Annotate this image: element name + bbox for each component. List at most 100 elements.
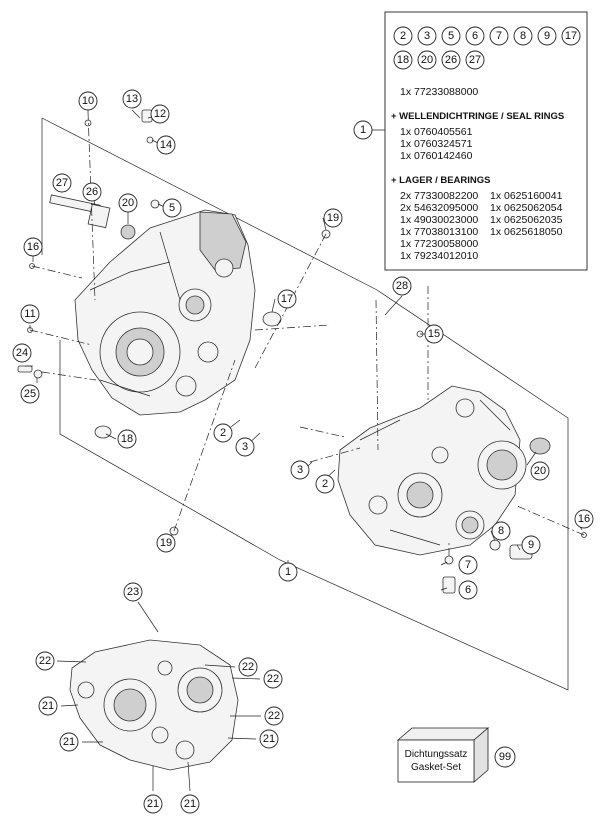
assembly-frame bbox=[41, 117, 569, 691]
svg-text:24: 24 bbox=[16, 347, 28, 359]
kit-panel: 2 3 5 6 7 8 9 17 18 20 26 27 1x 77233088… bbox=[384, 11, 588, 271]
kit-row-2: 18 20 26 27 bbox=[393, 50, 485, 70]
callout-16: 16 bbox=[23, 237, 43, 257]
svg-text:13: 13 bbox=[126, 93, 138, 105]
svg-text:22: 22 bbox=[242, 661, 254, 673]
callout-21: 21 bbox=[59, 732, 79, 752]
callout-21: 21 bbox=[259, 729, 279, 749]
callout-14: 14 bbox=[156, 135, 176, 155]
leader-lines bbox=[25, 108, 583, 792]
bearing-item: 2x 54632095000 bbox=[400, 202, 478, 214]
svg-text:16: 16 bbox=[578, 513, 590, 525]
callout-21: 21 bbox=[180, 794, 200, 814]
callout-13: 13 bbox=[122, 89, 142, 109]
svg-text:17: 17 bbox=[565, 30, 577, 42]
callout-20: 20 bbox=[530, 461, 550, 481]
svg-text:7: 7 bbox=[465, 559, 471, 571]
callout-26: 26 bbox=[82, 182, 102, 202]
bearing-item: 1x 0625062035 bbox=[490, 214, 563, 226]
gasket-set-box: Dichtungssatz Gasket-Set 99 bbox=[396, 727, 516, 783]
svg-text:2: 2 bbox=[400, 30, 406, 42]
crankcase-bottom-view bbox=[69, 639, 239, 771]
svg-text:15: 15 bbox=[428, 328, 440, 340]
callout-6: 6 bbox=[458, 580, 478, 600]
svg-text:5: 5 bbox=[169, 202, 175, 214]
svg-text:99: 99 bbox=[499, 751, 511, 763]
callout-24: 24 bbox=[12, 343, 32, 363]
callout-19: 19 bbox=[156, 533, 176, 553]
kit-row-1: 2 3 5 6 7 8 9 17 bbox=[393, 26, 581, 46]
svg-text:6: 6 bbox=[472, 30, 478, 42]
callout-21: 21 bbox=[143, 794, 163, 814]
kit-part-number: 1x 77233088000 bbox=[400, 86, 478, 98]
svg-text:9: 9 bbox=[528, 539, 534, 551]
svg-text:21: 21 bbox=[147, 798, 159, 810]
callout-27: 27 bbox=[52, 173, 72, 193]
bearing-item: 1x 0625618050 bbox=[490, 226, 563, 238]
callout-20: 20 bbox=[118, 193, 138, 213]
svg-text:22: 22 bbox=[268, 710, 280, 722]
svg-text:5: 5 bbox=[448, 30, 454, 42]
svg-text:21: 21 bbox=[63, 736, 75, 748]
callout-25: 25 bbox=[20, 384, 40, 404]
svg-text:1: 1 bbox=[285, 566, 291, 578]
callout-10: 10 bbox=[78, 91, 98, 111]
right-crankcase-half bbox=[337, 385, 527, 556]
svg-text:3: 3 bbox=[242, 441, 248, 453]
callout-17: 17 bbox=[277, 289, 297, 309]
callout-5: 5 bbox=[162, 198, 182, 218]
bearing-item: 1x 77230058000 bbox=[400, 238, 478, 250]
left-crankcase-half bbox=[74, 209, 256, 416]
bearing-item: 1x 0625160041 bbox=[490, 190, 563, 202]
bearing-item: 1x 49030023000 bbox=[400, 214, 478, 226]
svg-text:20: 20 bbox=[421, 54, 433, 66]
callout-22: 22 bbox=[35, 651, 55, 671]
svg-text:2: 2 bbox=[322, 478, 328, 490]
callout-1: 1 bbox=[278, 562, 298, 582]
svg-text:23: 23 bbox=[127, 586, 139, 598]
callout-21: 21 bbox=[38, 696, 58, 716]
svg-text:2: 2 bbox=[220, 427, 226, 439]
seal-item: 1x 0760142460 bbox=[400, 150, 473, 162]
callout-8: 8 bbox=[491, 521, 511, 541]
callout-16: 16 bbox=[574, 509, 594, 529]
svg-text:19: 19 bbox=[160, 537, 172, 549]
callout-18: 18 bbox=[117, 429, 137, 449]
callout-22: 22 bbox=[263, 669, 283, 689]
svg-text:28: 28 bbox=[396, 280, 408, 292]
seal-item: 1x 0760405561 bbox=[400, 126, 473, 138]
svg-text:8: 8 bbox=[520, 30, 526, 42]
callout-2: 2 bbox=[213, 423, 233, 443]
svg-text:6: 6 bbox=[465, 584, 471, 596]
svg-text:3: 3 bbox=[424, 30, 430, 42]
seal-rings-heading: + WELLENDICHTRINGE / SEAL RINGS bbox=[391, 111, 564, 122]
callout-15: 15 bbox=[424, 324, 444, 344]
callout-9: 9 bbox=[521, 535, 541, 555]
svg-text:7: 7 bbox=[496, 30, 502, 42]
svg-text:20: 20 bbox=[122, 197, 134, 209]
bearings-heading: + LAGER / BEARINGS bbox=[391, 175, 491, 186]
bearing-item: 1x 0625062054 bbox=[490, 202, 563, 214]
callout-19: 19 bbox=[323, 208, 343, 228]
svg-text:11: 11 bbox=[24, 308, 35, 320]
svg-text:1: 1 bbox=[360, 124, 366, 136]
callout-1-panel: 1 bbox=[353, 120, 373, 140]
bearing-item: 1x 77038013100 bbox=[400, 226, 478, 238]
svg-text:21: 21 bbox=[42, 700, 54, 712]
callout-3: 3 bbox=[290, 460, 310, 480]
svg-text:26: 26 bbox=[445, 54, 457, 66]
svg-text:10: 10 bbox=[82, 95, 94, 107]
callout-23: 23 bbox=[123, 582, 143, 602]
svg-text:19: 19 bbox=[327, 212, 339, 224]
svg-text:3: 3 bbox=[297, 464, 303, 476]
seal-item: 1x 0760324571 bbox=[400, 138, 473, 150]
svg-text:21: 21 bbox=[184, 798, 196, 810]
callouts: 1 1 2 2 3 3 5 6 7 8 9 10 11 12 13 14 15 … bbox=[12, 89, 594, 814]
callout-22: 22 bbox=[238, 657, 258, 677]
bearing-item: 2x 77330082200 bbox=[400, 190, 478, 202]
gasket-label-en: Gasket-Set bbox=[411, 762, 461, 773]
svg-text:22: 22 bbox=[267, 673, 279, 685]
svg-text:12: 12 bbox=[154, 108, 166, 120]
svg-text:8: 8 bbox=[498, 525, 504, 537]
